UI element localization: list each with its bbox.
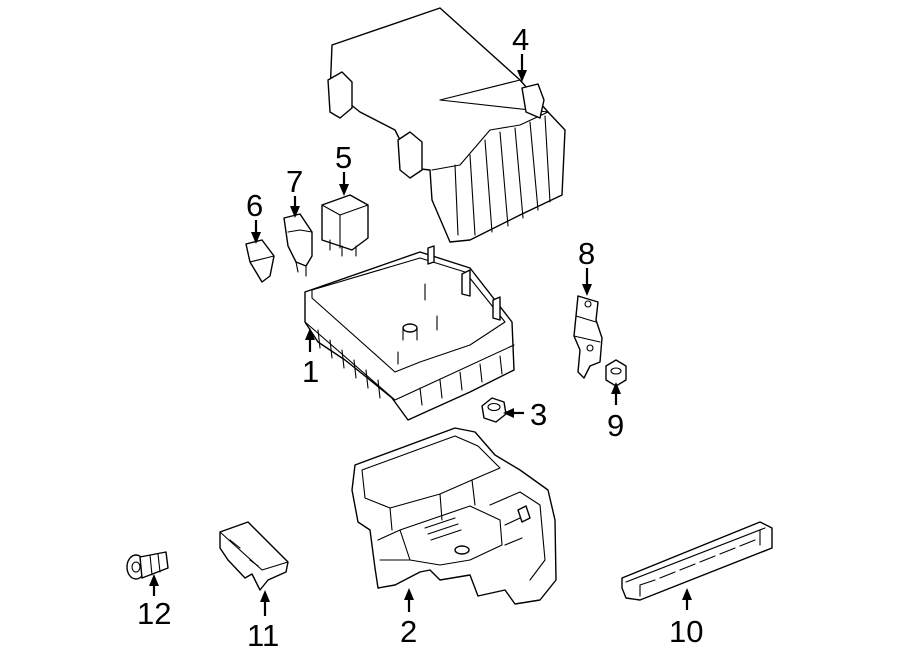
part-8-bracket bbox=[573, 295, 603, 379]
part-7-fuse bbox=[283, 213, 313, 277]
leader-lines bbox=[149, 54, 692, 616]
callout-9: 9 bbox=[607, 408, 624, 443]
callout-7: 7 bbox=[286, 164, 303, 199]
part-12-bolt bbox=[126, 551, 169, 580]
callout-6: 6 bbox=[246, 188, 263, 223]
part-3-nut bbox=[481, 397, 507, 423]
part-5-relay bbox=[321, 194, 369, 257]
part-10-terminal-strip bbox=[621, 521, 773, 601]
part-2-lower-housing bbox=[351, 427, 557, 605]
callout-4: 4 bbox=[512, 22, 529, 57]
callout-1: 1 bbox=[302, 354, 319, 389]
callout-11: 11 bbox=[247, 618, 279, 653]
part-9-nut bbox=[605, 359, 627, 387]
callout-3: 3 bbox=[530, 397, 547, 432]
callout-5: 5 bbox=[335, 140, 352, 175]
part-4-cover bbox=[327, 7, 566, 243]
callout-10: 10 bbox=[669, 614, 703, 649]
callout-2: 2 bbox=[400, 614, 417, 649]
part-11-clip bbox=[219, 521, 289, 591]
part-1-fuse-box bbox=[304, 245, 515, 421]
part-6-mini-fuse bbox=[245, 239, 275, 283]
callout-12: 12 bbox=[137, 596, 171, 631]
callout-8: 8 bbox=[578, 236, 595, 271]
